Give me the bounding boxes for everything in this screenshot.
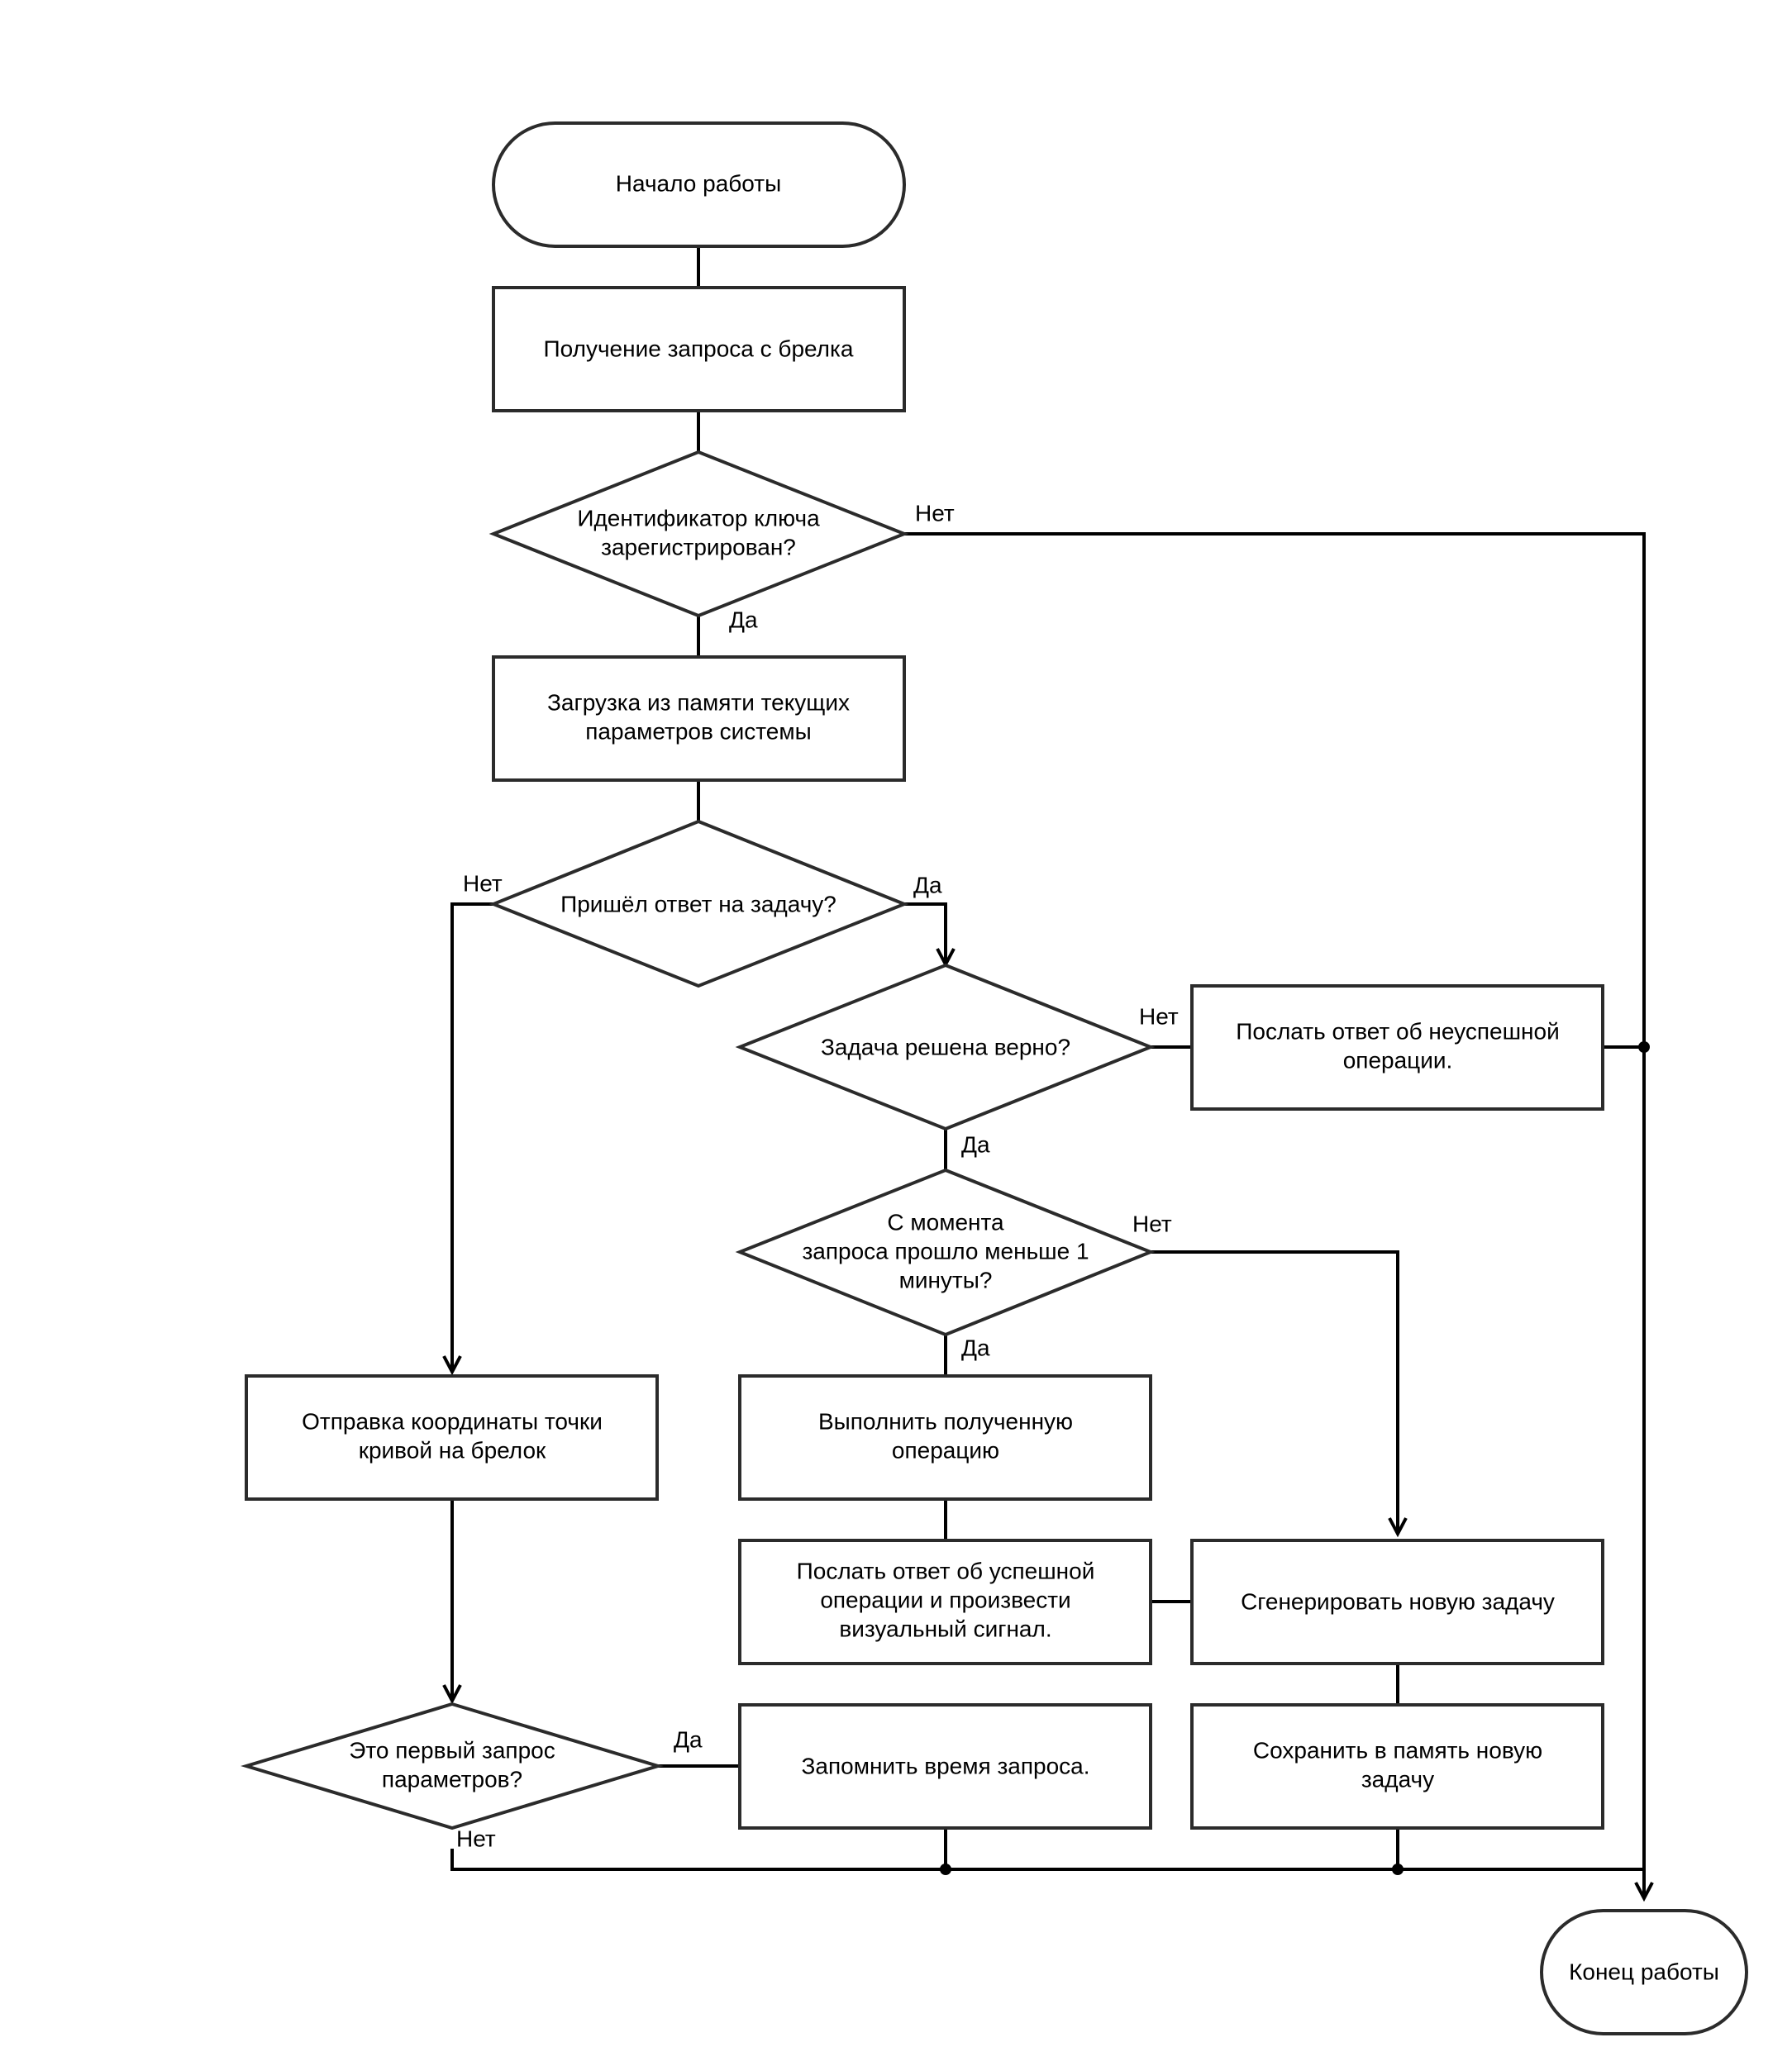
send-success-label-line1: Послать ответ об успешной (797, 1558, 1095, 1583)
time-check-label-line1: С момента (887, 1209, 1004, 1235)
start-label: Начало работы (616, 170, 781, 196)
edge-label-first-no: Нет (456, 1826, 496, 1851)
decision-solved-correct (735, 963, 1156, 1131)
edge-label-time-yes: Да (961, 1335, 990, 1360)
send-success-label-line3: визуальный сигнал. (839, 1616, 1051, 1641)
time-check-label-line2: запроса прошло меньше 1 (802, 1238, 1089, 1264)
arrowhead-to-first-check (442, 1684, 462, 1705)
load-params-label-line1: Загрузка из памяти текущих (547, 689, 850, 715)
save-task-label-line1: Сохранить в память новую (1253, 1737, 1542, 1763)
edge-label-answer-no: Нет (463, 870, 503, 896)
answer-arrived-label: Пришёл ответ на задачу? (560, 891, 836, 916)
remember-time-label: Запомнить время запроса. (801, 1753, 1089, 1778)
execute-label-line2: операцию (892, 1437, 999, 1463)
process-remember-time (738, 1703, 1152, 1830)
edge-label-time-no: Нет (1132, 1211, 1172, 1236)
send-fail-label-line2: операции. (1343, 1047, 1453, 1073)
send-success-label-line2: операции и произвести (820, 1587, 1070, 1612)
process-execute (738, 1374, 1152, 1501)
junctions (940, 1041, 1650, 1875)
edge-answer-check-yes (904, 902, 947, 964)
edge-first-check-no-bus (450, 1849, 1644, 1871)
edge-answer-check-no (450, 902, 493, 1372)
save-task-label-line2: задачу (1361, 1766, 1434, 1792)
start-terminator (492, 121, 906, 248)
send-fail-label-line1: Послать ответ об неуспешной (1236, 1018, 1559, 1044)
edge-label-key-no: Нет (915, 500, 955, 526)
arrowhead-to-end (1634, 1882, 1654, 1902)
decision-key-registered (489, 450, 909, 618)
edge-label-solved-yes: Да (961, 1131, 990, 1157)
key-registered-label-line1: Идентификатор ключа (577, 505, 820, 531)
arrowhead-to-generate-task (1388, 1517, 1408, 1538)
send-coords-label-line1: Отправка координаты точки (302, 1408, 603, 1434)
send-coords-label-line2: кривой на брелок (359, 1437, 546, 1463)
process-receive-request (492, 286, 906, 412)
edge-label-answer-yes: Да (913, 872, 942, 897)
connectors (450, 246, 1646, 1898)
decision-first-request (241, 1702, 664, 1830)
process-send-coords (245, 1374, 659, 1501)
first-request-label-line1: Это первый запрос (349, 1737, 555, 1763)
junction-dot-remember (940, 1864, 951, 1875)
process-save-task (1190, 1703, 1604, 1830)
junction-dot-save (1392, 1864, 1404, 1875)
end-terminator (1540, 1909, 1748, 2035)
end-label: Конец работы (1569, 1959, 1719, 1984)
decision-answer-arrived (489, 819, 909, 988)
process-generate-task (1190, 1539, 1604, 1665)
process-load-params (492, 655, 906, 782)
solved-correct-label: Задача решена верно? (821, 1034, 1070, 1059)
process-send-success (738, 1539, 1152, 1665)
process-send-fail (1190, 984, 1604, 1111)
arrowheads (442, 948, 1654, 1902)
junction-dot-fail (1638, 1041, 1650, 1053)
decision-time-check (735, 1168, 1156, 1337)
edge-label-first-yes: Да (674, 1726, 703, 1752)
time-check-label-line3: минуты? (899, 1267, 993, 1292)
first-request-label-line2: параметров? (382, 1766, 522, 1792)
load-params-label-line2: параметров системы (585, 718, 812, 744)
execute-label-line1: Выполнить полученную (818, 1408, 1073, 1434)
edge-label-solved-no: Нет (1139, 1003, 1179, 1029)
edge-label-key-yes: Да (729, 607, 758, 632)
arrowhead-to-send-coords (442, 1355, 462, 1376)
edge-key-check-no (904, 532, 1646, 1898)
receive-label: Получение запроса с брелка (544, 336, 854, 361)
generate-task-label: Сгенерировать новую задачу (1241, 1588, 1555, 1614)
shape-labels: Начало работы Получение запроса с брелка… (302, 170, 1719, 1984)
shapes (241, 121, 1748, 2035)
key-registered-label-line2: зарегистрирован? (601, 534, 796, 559)
edge-labels: Нет Да Нет Да Нет Да Нет Да Да Нет (456, 500, 1179, 1851)
edge-time-check-no (1151, 1250, 1399, 1534)
